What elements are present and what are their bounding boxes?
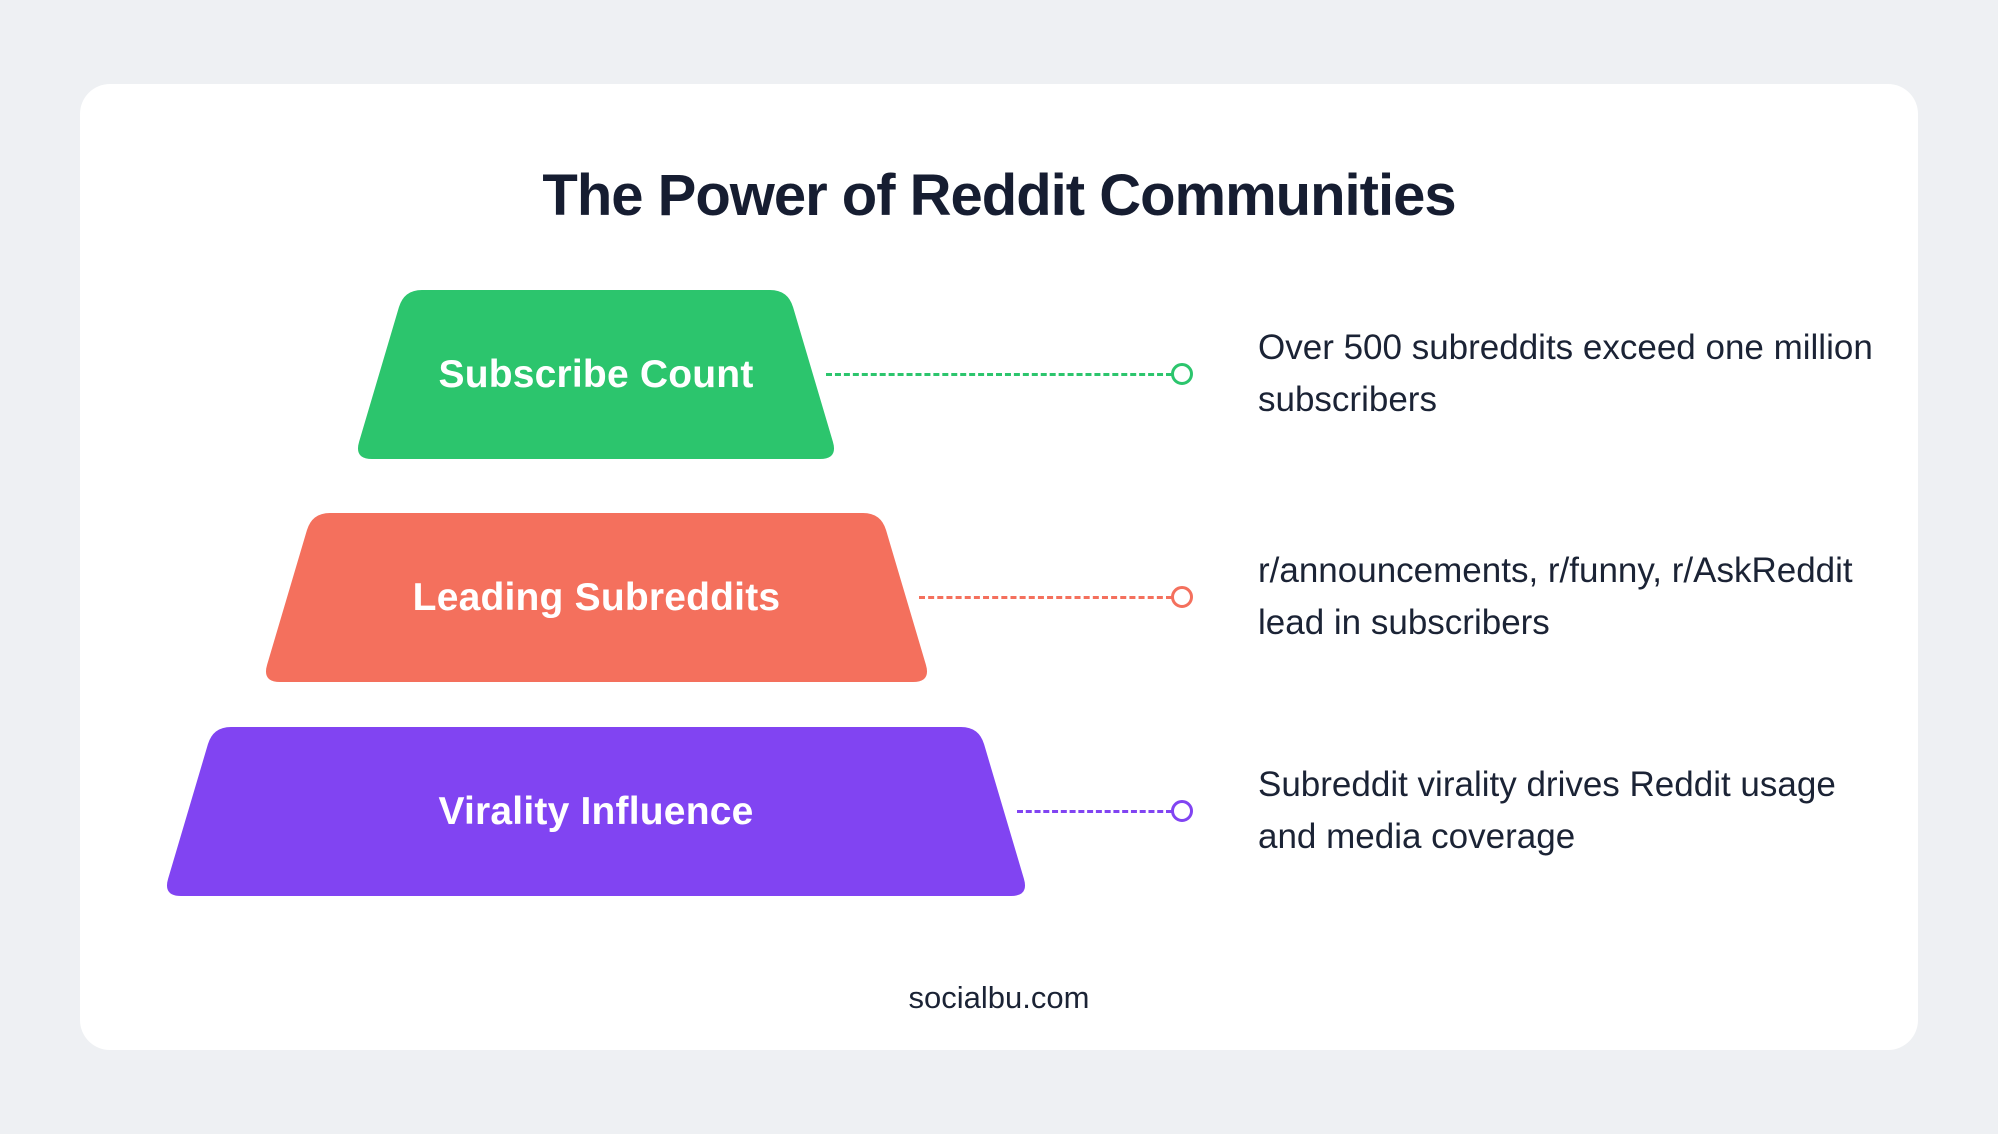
tier-description: Over 500 subreddits exceed one million s… (1258, 328, 1873, 419)
connector-dot-green (1171, 363, 1193, 385)
trapezoid-shape-coral (265, 513, 928, 682)
connector-dot-coral (1171, 586, 1193, 608)
tier-label: Leading Subreddits (412, 575, 781, 619)
footer-text: socialbu.com (908, 980, 1090, 1015)
trapezoid-shape-green (357, 290, 835, 459)
tier-label-wrap: Subscribe Count (354, 290, 838, 459)
pyramid-tier-subscribe-count: Subscribe Count (354, 290, 838, 459)
tier-label-wrap: Virality Influence (163, 727, 1029, 896)
page-title: The Power of Reddit Communities (542, 163, 1456, 228)
connector-line-green (826, 373, 1172, 376)
tier-label: Subscribe Count (438, 352, 754, 396)
pyramid-tier-virality-influence: Virality Influence (163, 727, 1029, 896)
tier-label: Virality Influence (438, 789, 754, 833)
tier-description: Subreddit virality drives Reddit usage a… (1258, 765, 1836, 856)
pyramid-tier-leading-subreddits: Leading Subreddits (262, 513, 931, 682)
tier-label-wrap: Leading Subreddits (262, 513, 931, 682)
connector-line-purple (1017, 810, 1172, 813)
infographic-card: The Power of Reddit Communities Subscrib… (80, 84, 1918, 1050)
connector-dot-purple (1171, 800, 1193, 822)
tier-description: r/announcements, r/funny, r/AskReddit le… (1258, 551, 1853, 642)
trapezoid-shape-purple (166, 727, 1026, 896)
connector-line-coral (919, 596, 1172, 599)
